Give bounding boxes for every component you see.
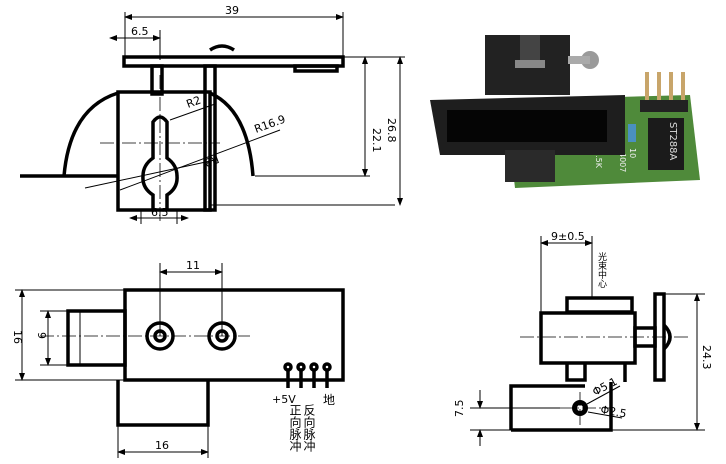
front-view: 11 16 9 16 +5V 正向脉冲 反向脉冲 地 [11,259,345,458]
dim-lower-radius: R3 [202,152,220,169]
dim-slot-width: 6.5 [151,206,169,219]
beam-center-label: 光束中心 [596,251,607,288]
pins [283,362,332,388]
svg-text:4007: 4007 [618,152,627,172]
sensor-photo: ST288A 10 4007 1.5K [430,35,700,188]
dim-slot-radius: R2 [185,94,203,111]
pin-label-forward: 正向脉冲 [288,404,302,453]
dim-outer-radius: R16.9 [253,113,288,136]
dim-width: 39 [225,4,239,17]
top-view: 39 6.5 R2 R16.9 R3 22.1 26.8 6.5 [20,4,405,224]
dim-hole-spacing: 11 [186,259,200,272]
dim-prism-height: 9 [35,332,48,339]
pin-label-ground: 地 [323,393,335,407]
dim-tab-width: 16 [155,439,169,452]
dim-height-total: 26.8 [385,118,398,143]
chip [648,118,684,170]
chip-label: ST288A [667,122,678,161]
svg-text:10: 10 [628,148,637,158]
dim-height: 16 [11,330,24,344]
dim-hole-dia-outer: Φ5.1 [590,375,619,399]
dim-total-height: 24.3 [700,345,713,370]
dim-height-inner: 22.1 [370,128,383,153]
slot [141,115,179,210]
dim-hole-height: 7.5 [453,400,466,418]
side-view: 9±0.5 光束中心 Φ5.1 Φ2.5 24.3 7.5 [453,230,713,446]
dim-hole-dia-inner: Φ2.5 [599,403,627,420]
dim-top-offset: 6.5 [131,25,149,38]
pin-label-5v: +5V [272,393,296,406]
dim-beam-offset: 9±0.5 [551,230,585,243]
body [116,90,212,212]
svg-text:1.5K: 1.5K [594,150,603,169]
prism [66,309,127,367]
pin-label-reverse: 反向脉冲 [302,404,316,453]
